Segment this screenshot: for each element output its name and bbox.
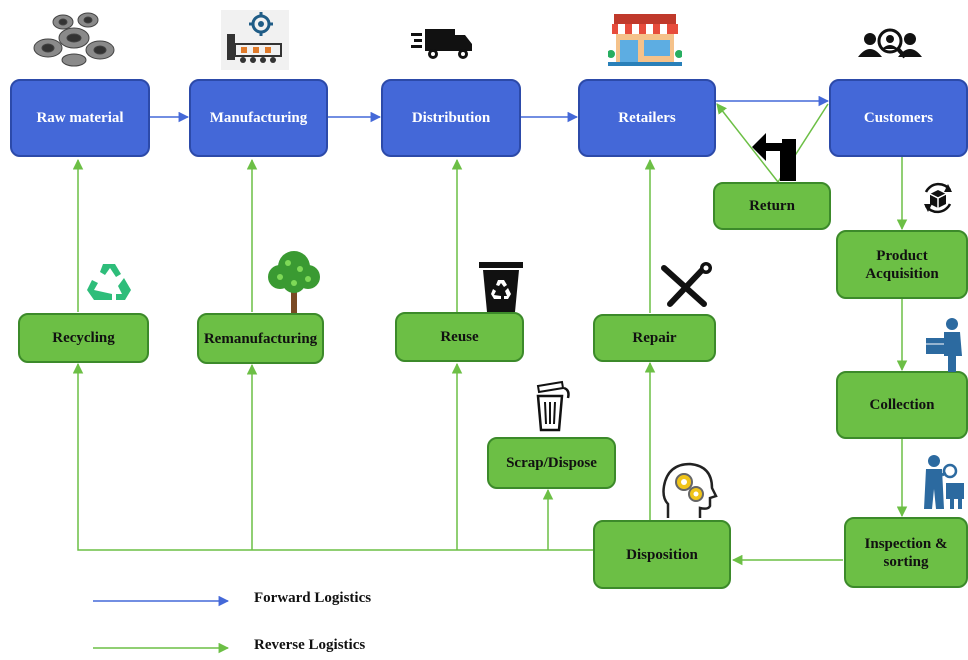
node-recycling: Recycling [18, 313, 149, 363]
node-inspection-sorting: Inspection & sorting [844, 517, 968, 588]
disposition-return-bus [72, 362, 593, 551]
node-scrap-dispose: Scrap/Dispose [487, 437, 616, 489]
metal-pipes-icon [33, 12, 115, 67]
node-remanufacturing: Remanufacturing [197, 313, 324, 364]
node-repair: Repair [593, 314, 716, 362]
return-arrow-icon [752, 133, 796, 181]
legend-forward-label: Forward Logistics [254, 590, 372, 606]
node-raw-material: Raw material [10, 79, 150, 157]
recycle-bin-icon [479, 262, 523, 312]
node-distribution: Distribution [381, 79, 521, 157]
node-customers: Customers [829, 79, 968, 157]
recycle-cycle-icon [924, 182, 952, 214]
head-gears-icon [662, 462, 718, 518]
worker-box-icon [926, 318, 962, 372]
arrow-return-to-retailers [716, 103, 779, 183]
node-retailers: Retailers [578, 79, 716, 157]
inspector-icon [924, 455, 964, 509]
factory-gear-icon [221, 10, 289, 70]
tree-icon [268, 251, 320, 313]
trash-can-icon [536, 380, 570, 432]
store-icon [608, 14, 682, 66]
node-collection: Collection [836, 371, 968, 439]
recycling-symbol-icon [87, 264, 131, 300]
legend-reverse-label: Reverse Logistics [254, 637, 366, 653]
node-reuse: Reuse [395, 312, 524, 362]
tools-icon [661, 262, 712, 307]
node-product-acquisition: Product Acquisition [836, 230, 968, 299]
truck-icon [411, 29, 472, 59]
node-return: Return [713, 182, 831, 230]
customers-group-icon [858, 28, 922, 59]
node-manufacturing: Manufacturing [189, 79, 328, 157]
node-disposition: Disposition [593, 520, 731, 589]
